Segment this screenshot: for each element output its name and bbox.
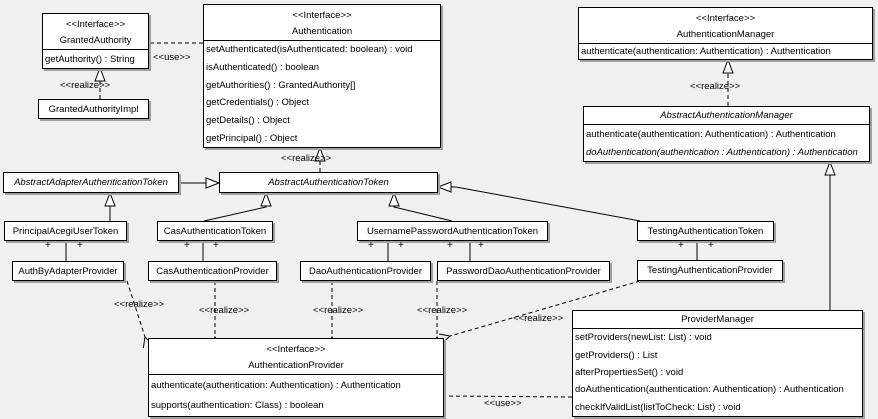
- class-name-label: AuthByAdapterProvider: [18, 265, 118, 277]
- stereotype-label: <<Interface>>: [65, 19, 126, 30]
- class-name-label: ProviderManager: [681, 313, 754, 325]
- class-name-label: TestingAuthenticationProvider: [647, 265, 773, 276]
- class-name-label: DaoAuthenticationProvider: [308, 265, 422, 277]
- method-label: isAuthenticated() : boolean: [206, 61, 320, 73]
- class-authentication-provider[interactable]: <<Interface>> AuthenticationProvider aut…: [148, 338, 444, 417]
- method-label: checkIfValidList(listToCheck: List) : vo…: [575, 401, 741, 413]
- class-authentication-manager[interactable]: <<Interface>> AuthenticationManager auth…: [578, 7, 873, 60]
- method-label: setAuthenticated(isAuthenticated: boolea…: [206, 44, 413, 56]
- class-granted-authority[interactable]: <<Interface>> GrantedAuthority getAuthor…: [42, 13, 149, 69]
- multiplicity-label: +: [184, 240, 190, 251]
- class-name-label: AuthenticationProvider: [248, 360, 344, 371]
- realize-label: <<realize>>: [199, 305, 250, 316]
- realize-label: <<realize>>: [513, 313, 564, 324]
- class-name-label: AuthenticationManager: [676, 29, 775, 40]
- class-abstract-authentication-token[interactable]: AbstractAuthenticationToken: [219, 172, 438, 193]
- multiplicity-label: +: [678, 240, 684, 251]
- method-label: setProviders(newList: List) : void: [575, 332, 712, 344]
- class-abstract-authentication-manager[interactable]: AbstractAuthenticationManager authentica…: [583, 106, 870, 162]
- method-label: getCredentials() : Object: [206, 97, 309, 109]
- multiplicity-label: +: [708, 240, 714, 251]
- method-label: getProviders() : List: [575, 349, 658, 361]
- realize-label: <<realize>>: [60, 80, 111, 91]
- method-label: authenticate(authentication: Authenticat…: [151, 379, 401, 391]
- edge-generalization-testing-token: [436, 181, 641, 222]
- use-label: <<use>>: [153, 52, 191, 63]
- multiplicity-label: +: [478, 240, 484, 251]
- class-cas-authentication-token[interactable]: CasAuthenticationToken: [157, 221, 273, 241]
- class-abstract-adapter-authentication-token[interactable]: AbstractAdapterAuthenticationToken: [3, 172, 179, 193]
- class-name-label: UsernamePasswordAuthenticationToken: [366, 225, 539, 237]
- stereotype-label: <<Interface>>: [266, 344, 326, 355]
- class-name-label: PasswordDaoAuthenticationProvider: [446, 265, 601, 277]
- class-cas-authentication-provider[interactable]: CasAuthenticationProvider: [148, 261, 277, 281]
- multiplicity-label: +: [77, 240, 83, 251]
- class-name-label: PrincipalAcegiUserToken: [12, 225, 119, 237]
- method-label: getAuthority() : String: [45, 53, 135, 65]
- method-label: doAuthentication(authentication : Authen…: [586, 146, 858, 158]
- method-label: getAuthorities() : GrantedAuthority[]: [206, 79, 356, 91]
- realize-label: <<realize>>: [313, 305, 364, 316]
- edge-use-providermanager-provider: [445, 396, 573, 397]
- edge-generalization-usernamepassword-token: [388, 191, 453, 222]
- method-label: authenticate(authentication: Authenticat…: [581, 46, 831, 57]
- method-label: getDetails() : Object: [206, 114, 290, 126]
- class-name-label: TestingAuthenticationToken: [647, 225, 764, 237]
- class-testing-authentication-token[interactable]: TestingAuthenticationToken: [637, 221, 774, 241]
- class-password-dao-authentication-provider[interactable]: PasswordDaoAuthenticationProvider: [437, 261, 610, 281]
- class-auth-by-adapter-provider[interactable]: AuthByAdapterProvider: [12, 261, 124, 281]
- method-label: afterPropertiesSet() : void: [575, 366, 684, 378]
- multiplicity-label: +: [447, 240, 453, 251]
- realize-label: <<realize>>: [417, 305, 468, 316]
- class-dao-authentication-provider[interactable]: DaoAuthenticationProvider: [300, 261, 431, 281]
- class-name-label: CasAuthenticationProvider: [156, 265, 269, 277]
- class-granted-authority-impl[interactable]: GrantedAuthorityImpl: [38, 99, 149, 119]
- realize-label: <<realize>>: [114, 299, 165, 310]
- class-name-label: CasAuthenticationToken: [163, 225, 267, 237]
- method-label: authenticate(authentication: Authenticat…: [586, 128, 836, 140]
- class-testing-authentication-provider[interactable]: TestingAuthenticationProvider: [637, 260, 783, 281]
- stereotype-label: <<Interface>>: [695, 13, 756, 24]
- method-label: doAuthentication(authentication: Authent…: [575, 384, 844, 396]
- class-principal-acegi-user-token[interactable]: PrincipalAcegiUserToken: [4, 221, 127, 241]
- class-name-label: AbstractAuthenticationManager: [660, 109, 793, 121]
- multiplicity-label: +: [45, 240, 51, 251]
- class-name-label: GrantedAuthorityImpl: [48, 103, 139, 115]
- edge-generalization-cas-token: [203, 191, 272, 222]
- class-name-label: GrantedAuthority: [59, 35, 132, 46]
- class-name-label: AbstractAdapterAuthenticationToken: [14, 177, 168, 188]
- class-name-label: Authentication: [291, 26, 353, 37]
- multiplicity-label: +: [213, 240, 219, 251]
- class-provider-manager[interactable]: ProviderManager setProviders(newList: Li…: [572, 310, 863, 417]
- realize-label: <<realize>>: [690, 81, 741, 92]
- realize-label: <<realize>>: [281, 153, 332, 164]
- use-label: <<use>>: [484, 398, 522, 409]
- class-username-password-authentication-token[interactable]: UsernamePasswordAuthenticationToken: [357, 221, 548, 241]
- stereotype-label: <<Interface>>: [292, 10, 352, 21]
- class-name-label: AbstractAuthenticationToken: [268, 177, 389, 188]
- method-label: getPrincipal() : Object: [206, 132, 298, 144]
- method-label: supports(authentication: Class) : boolea…: [151, 400, 324, 412]
- multiplicity-label: +: [368, 240, 374, 251]
- class-authentication[interactable]: <<Interface>> Authentication setAuthenti…: [203, 4, 441, 148]
- multiplicity-label: +: [398, 240, 404, 251]
